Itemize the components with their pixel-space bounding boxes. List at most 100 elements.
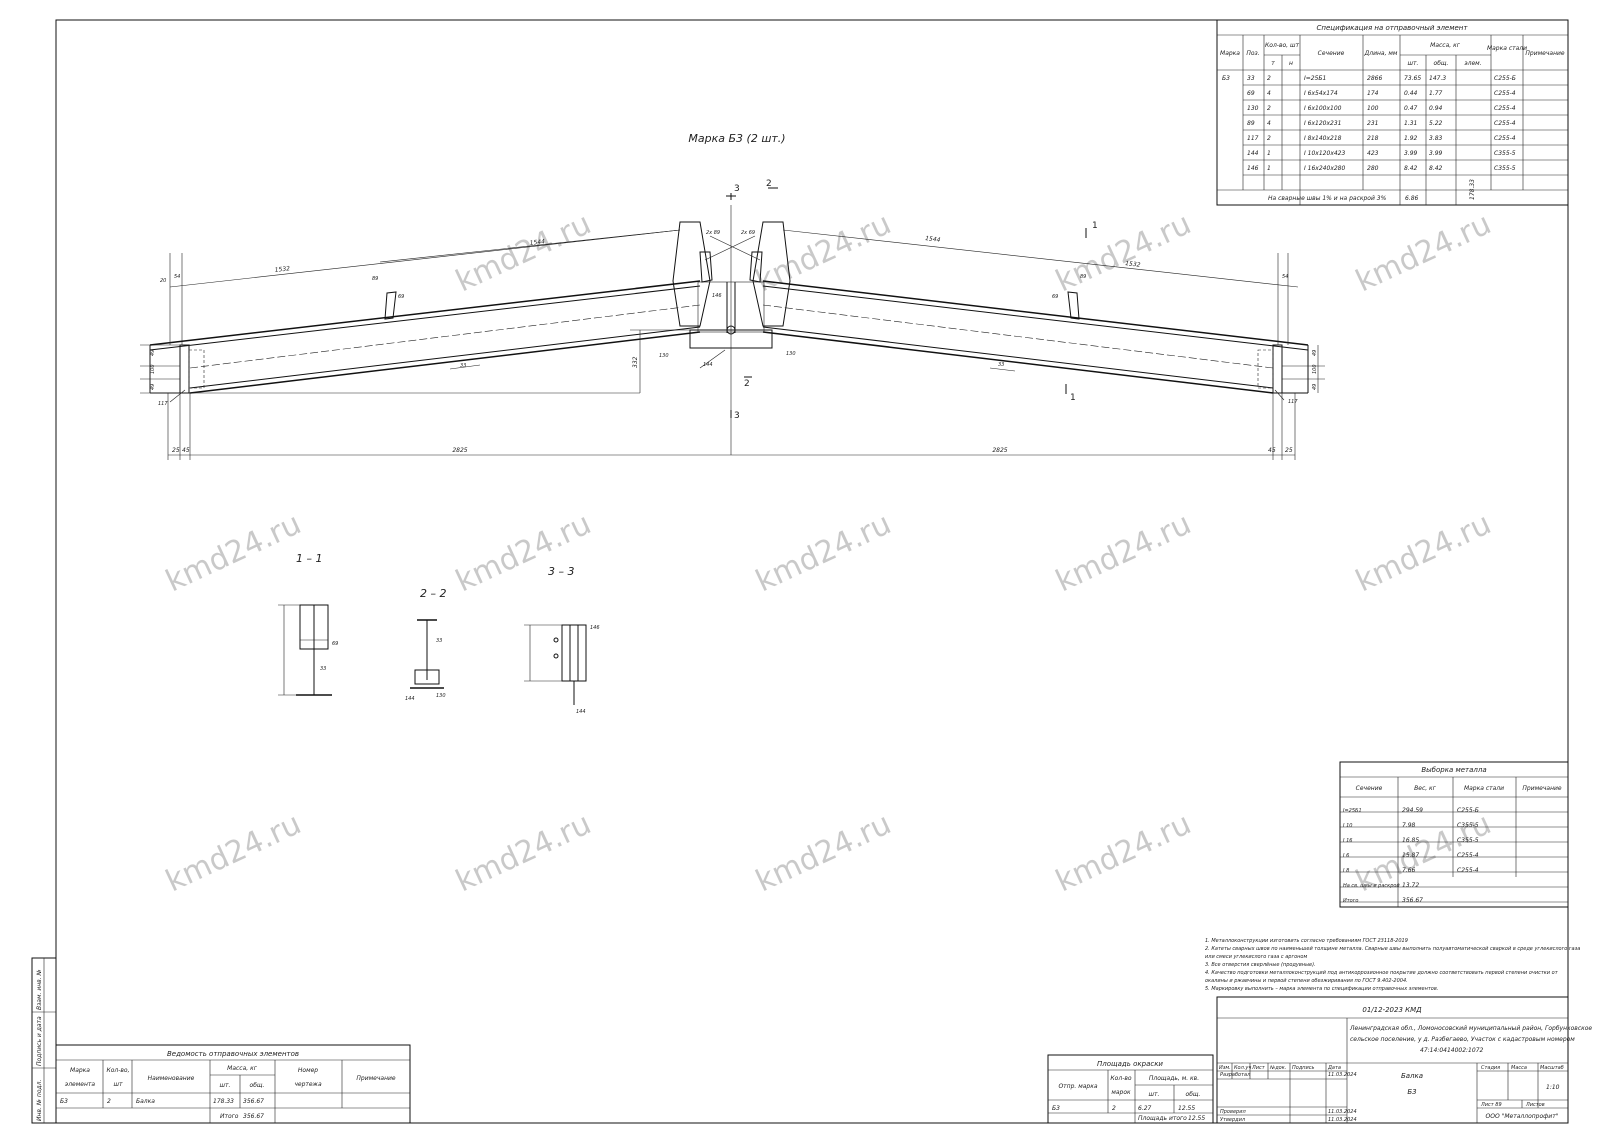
- metal-cell-section: I 16: [1343, 838, 1352, 844]
- paint-table: Площадь окраски Отпр. марка Кол-во марок…: [1047, 1054, 1214, 1124]
- spec-cell-mass-total: 3.99: [1429, 150, 1443, 157]
- part-label-130: 130: [786, 351, 796, 357]
- watermark: kmd24.ru: [161, 506, 307, 599]
- spec-cell-mass: 0.47: [1404, 105, 1418, 112]
- watermark: kmd24.ru: [1051, 806, 1197, 899]
- paint-header: общ.: [1186, 1091, 1201, 1098]
- paint-header: Отпр. марка: [1058, 1083, 1097, 1090]
- spec-header: т: [1271, 60, 1275, 67]
- dispatch-header: чертежа: [294, 1081, 322, 1088]
- spec-cell-mass: 8.42: [1404, 165, 1418, 172]
- spec-cell-section: I 10x120x423: [1304, 150, 1346, 157]
- spec-header: Кол-во, шт: [1265, 42, 1299, 49]
- cut-mark: 3: [734, 184, 740, 194]
- dispatch-table: Ведомость отправочных элементов Марка эл…: [55, 1044, 411, 1124]
- note-line: 3. Все отверстия сверлёные (продувные).: [1205, 962, 1316, 968]
- spec-cell-mass: 0.44: [1404, 90, 1418, 97]
- spec-header: общ.: [1434, 60, 1449, 67]
- spec-header: Сечение: [1318, 50, 1345, 57]
- spec-cell-pos: 69: [1247, 90, 1255, 97]
- watermark: kmd24.ru: [751, 506, 897, 599]
- section-title: 2 – 2: [420, 587, 447, 600]
- stamp-address: сельское поселение, у д. Разбегаево, Уча…: [1350, 1036, 1575, 1043]
- metal-cell-weight: 13.72: [1402, 882, 1419, 889]
- weld-annotation: 2x 69: [741, 230, 755, 236]
- stamp-col-header: Лист: [1251, 1065, 1266, 1071]
- part-label-69: 69: [398, 294, 404, 300]
- spec-cell-qty: 2: [1267, 105, 1271, 112]
- part-label-89: 89: [1080, 274, 1086, 280]
- dispatch-cell: 178.33: [213, 1098, 234, 1105]
- spec-cell-length: 280: [1367, 165, 1379, 172]
- metal-cell-weight: 15.87: [1402, 852, 1419, 859]
- dispatch-header: элемента: [65, 1081, 95, 1088]
- stamp-col-header: Кол.уч: [1234, 1065, 1251, 1071]
- dispatch-cell: Б3: [60, 1098, 68, 1105]
- section-views: 1 – 1 2 – 2 3 – 3 69 33 33 144 130 146 1…: [278, 552, 600, 715]
- spec-cell-qty: 4: [1267, 90, 1271, 97]
- dim-right-top: 1532: [1125, 260, 1141, 269]
- watermark: kmd24.ru: [751, 206, 897, 299]
- stamp-sheets: Листов: [1525, 1102, 1545, 1108]
- dispatch-header: Номер: [298, 1067, 318, 1074]
- dim-end: 25: [172, 447, 180, 454]
- spec-cell-length: 174: [1367, 90, 1379, 97]
- spec-cell-section: I 6x120x231: [1304, 120, 1342, 127]
- metal-cell-section: I 10: [1343, 823, 1352, 829]
- spec-cell-length: 218: [1367, 135, 1379, 142]
- spec-cell-mass: 1.31: [1404, 120, 1417, 127]
- stamp-date: 11.03.2024: [1328, 1109, 1357, 1115]
- side-label: Подпись и дата: [36, 1016, 43, 1066]
- dispatch-header: общ.: [250, 1082, 265, 1089]
- cut-mark: 1: [1070, 393, 1076, 403]
- dim-small: 49: [150, 350, 156, 356]
- paint-caption: Площадь окраски: [1097, 1060, 1163, 1068]
- spec-cell-mass-total: 8.42: [1429, 165, 1443, 172]
- beam-elevation: 2825 2825 25 45 45 25 332 1532 1544 1544…: [140, 179, 1325, 460]
- stamp-header: Стадия: [1481, 1065, 1500, 1071]
- dispatch-caption: Ведомость отправочных элементов: [167, 1050, 299, 1058]
- watermark: kmd24.ru: [451, 506, 597, 599]
- spec-cell-length: 100: [1367, 105, 1379, 112]
- spec-element-mass: 178.33: [1469, 179, 1476, 200]
- stamp-company: ООО "Металлопрофит": [1486, 1113, 1559, 1120]
- spec-cell-pos: 130: [1247, 105, 1259, 112]
- watermark: kmd24.ru: [1051, 206, 1197, 299]
- note-line: 4. Качество подготовки металлоконструкци…: [1205, 970, 1559, 976]
- note-line: 1. Металлоконструкции изготовить согласн…: [1205, 938, 1408, 944]
- stamp-role: Утвердил: [1220, 1117, 1246, 1123]
- spec-header: элем.: [1464, 60, 1481, 67]
- stamp-role: Проверил: [1220, 1109, 1246, 1115]
- side-label: Взам. инв. №: [36, 969, 43, 1010]
- spec-header: Масса, кг: [1430, 42, 1461, 49]
- paint-total-label: Площадь итого: [1138, 1115, 1187, 1122]
- spec-cell-mass: 1.92: [1404, 135, 1418, 142]
- note-line: или смеси углекислого газа с аргоном: [1205, 954, 1307, 960]
- metal-cell-weight: 294.59: [1402, 807, 1423, 814]
- part-label-144: 144: [703, 362, 713, 368]
- spec-cell-qty: 2: [1267, 75, 1271, 82]
- spec-cell-length: 2866: [1367, 75, 1382, 82]
- stamp-col-header: Подпись: [1292, 1065, 1315, 1071]
- sheet-frame: [55, 19, 1569, 1124]
- paint-cell: 2: [1112, 1105, 1116, 1112]
- cut-mark: 2: [744, 379, 750, 389]
- dispatch-header: Примечание: [356, 1075, 395, 1082]
- part-label-89: 89: [372, 276, 378, 282]
- dim-left-span: 2825: [452, 447, 467, 454]
- metal-header: Марка стали: [1464, 785, 1504, 792]
- spec-cell-section: I 8x140x218: [1304, 135, 1342, 142]
- spec-cell-mass-total: 1.77: [1429, 90, 1443, 97]
- dim-height: 332: [632, 356, 639, 368]
- spec-header: н: [1289, 60, 1293, 67]
- metal-header: Примечание: [1522, 785, 1561, 792]
- dim-small: 49: [1312, 350, 1318, 356]
- spec-cell-steel: С255-4: [1494, 120, 1516, 127]
- notes-block: 1. Металлоконструкции изготовить согласн…: [1205, 938, 1580, 992]
- spec-cell-pos: 89: [1247, 120, 1255, 127]
- note-line: 2. Катеты сварных швов по наименьшей тол…: [1205, 946, 1580, 952]
- metal-header: Сечение: [1356, 785, 1383, 792]
- paint-header: марок: [1111, 1089, 1131, 1096]
- spec-cell-steel: С255-4: [1494, 90, 1516, 97]
